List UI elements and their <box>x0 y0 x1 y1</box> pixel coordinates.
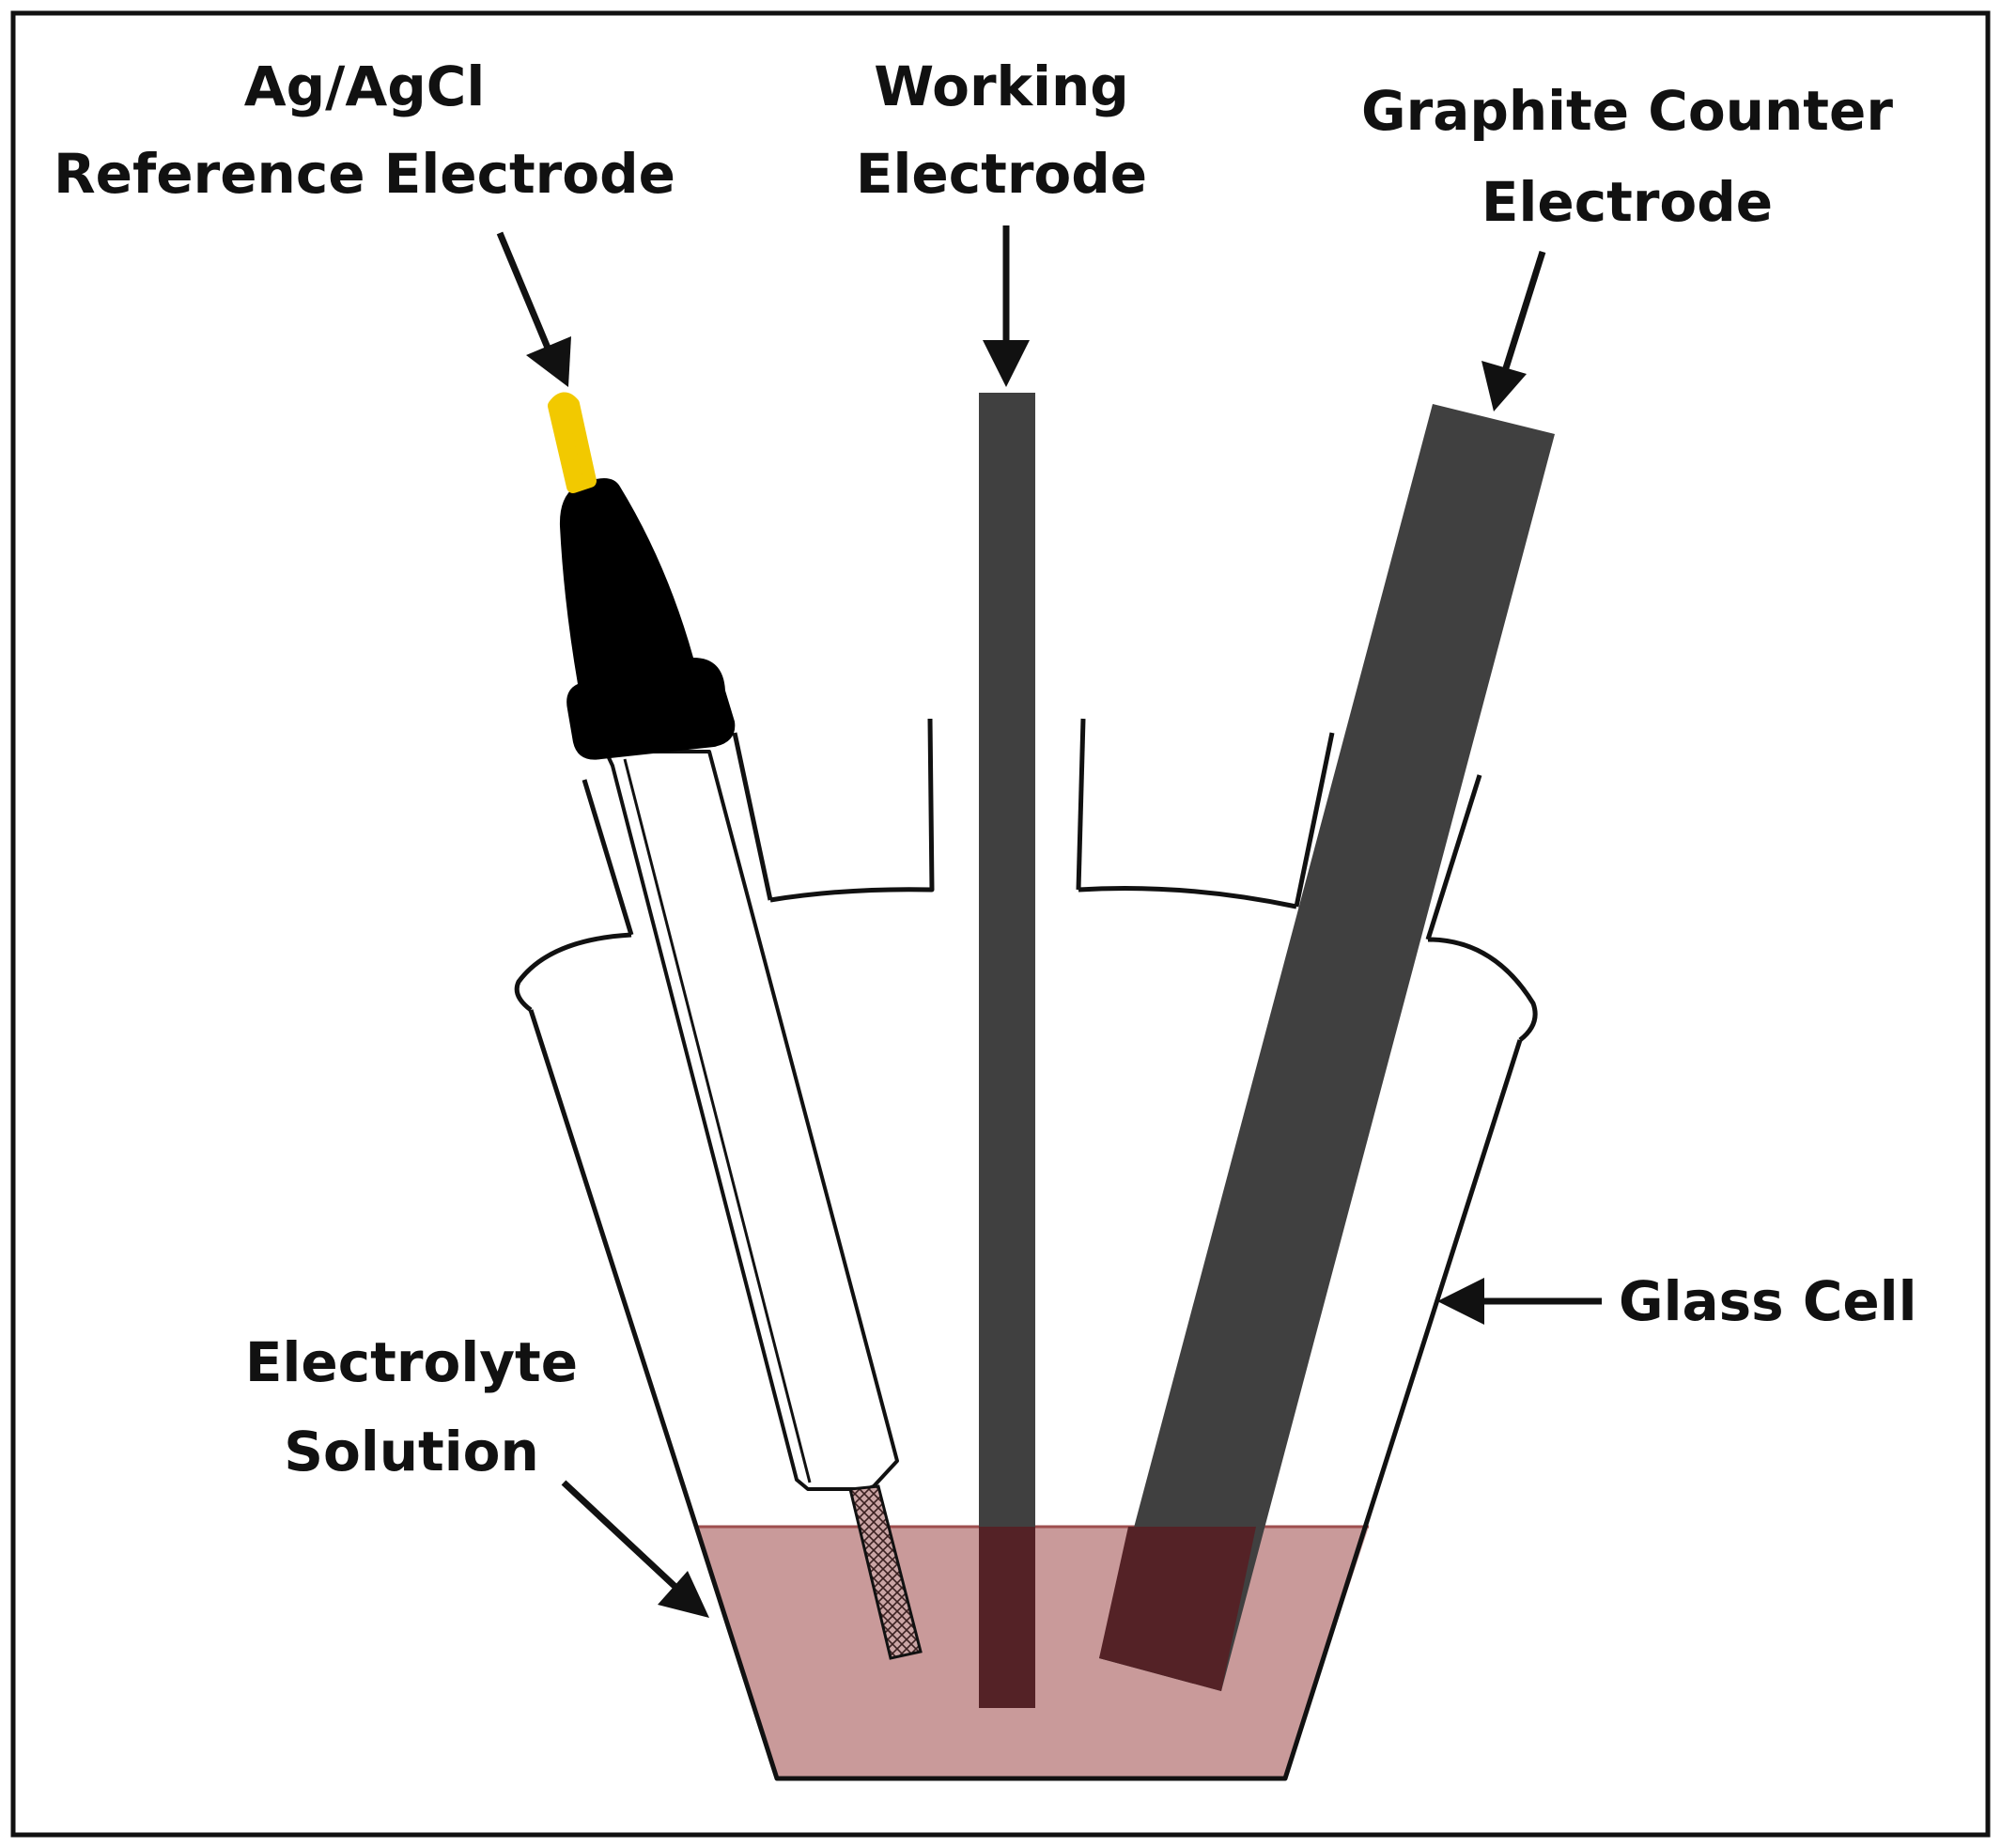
immersed-portions <box>979 1527 1256 1708</box>
working-electrode-arrow <box>983 225 1030 387</box>
reference-electrode-label-line2: Reference Electrode <box>54 142 675 206</box>
glass-cell-label: Glass Cell <box>1619 1269 1917 1333</box>
label-arrows <box>496 225 1602 1618</box>
reference-cap <box>559 478 736 760</box>
electrolyte-label-line1: Electrolyte <box>245 1330 578 1394</box>
electrolyte-label-line2: Solution <box>284 1420 539 1483</box>
working-electrode-label-line1: Working <box>874 54 1129 118</box>
electrolyte-arrow <box>561 1480 709 1618</box>
counter-electrode-arrow <box>1481 250 1546 412</box>
reference-frit <box>848 1484 923 1660</box>
reference-electrode-label-line1: Ag/AgCl <box>244 54 485 118</box>
glass-cell-arrow <box>1437 1278 1602 1325</box>
reference-electrode <box>548 392 923 1660</box>
counter-electrode-label-line2: Electrode <box>1481 170 1773 234</box>
reference-electrode-arrow <box>496 231 571 387</box>
working-electrode <box>979 393 1035 1708</box>
glass-cell <box>514 718 1538 1781</box>
reference-tip <box>548 392 597 493</box>
working-electrode-label-line2: Electrode <box>856 142 1147 206</box>
graphite-counter-electrode <box>1099 404 1555 1691</box>
counter-electrode-label-line1: Graphite Counter <box>1361 79 1893 143</box>
